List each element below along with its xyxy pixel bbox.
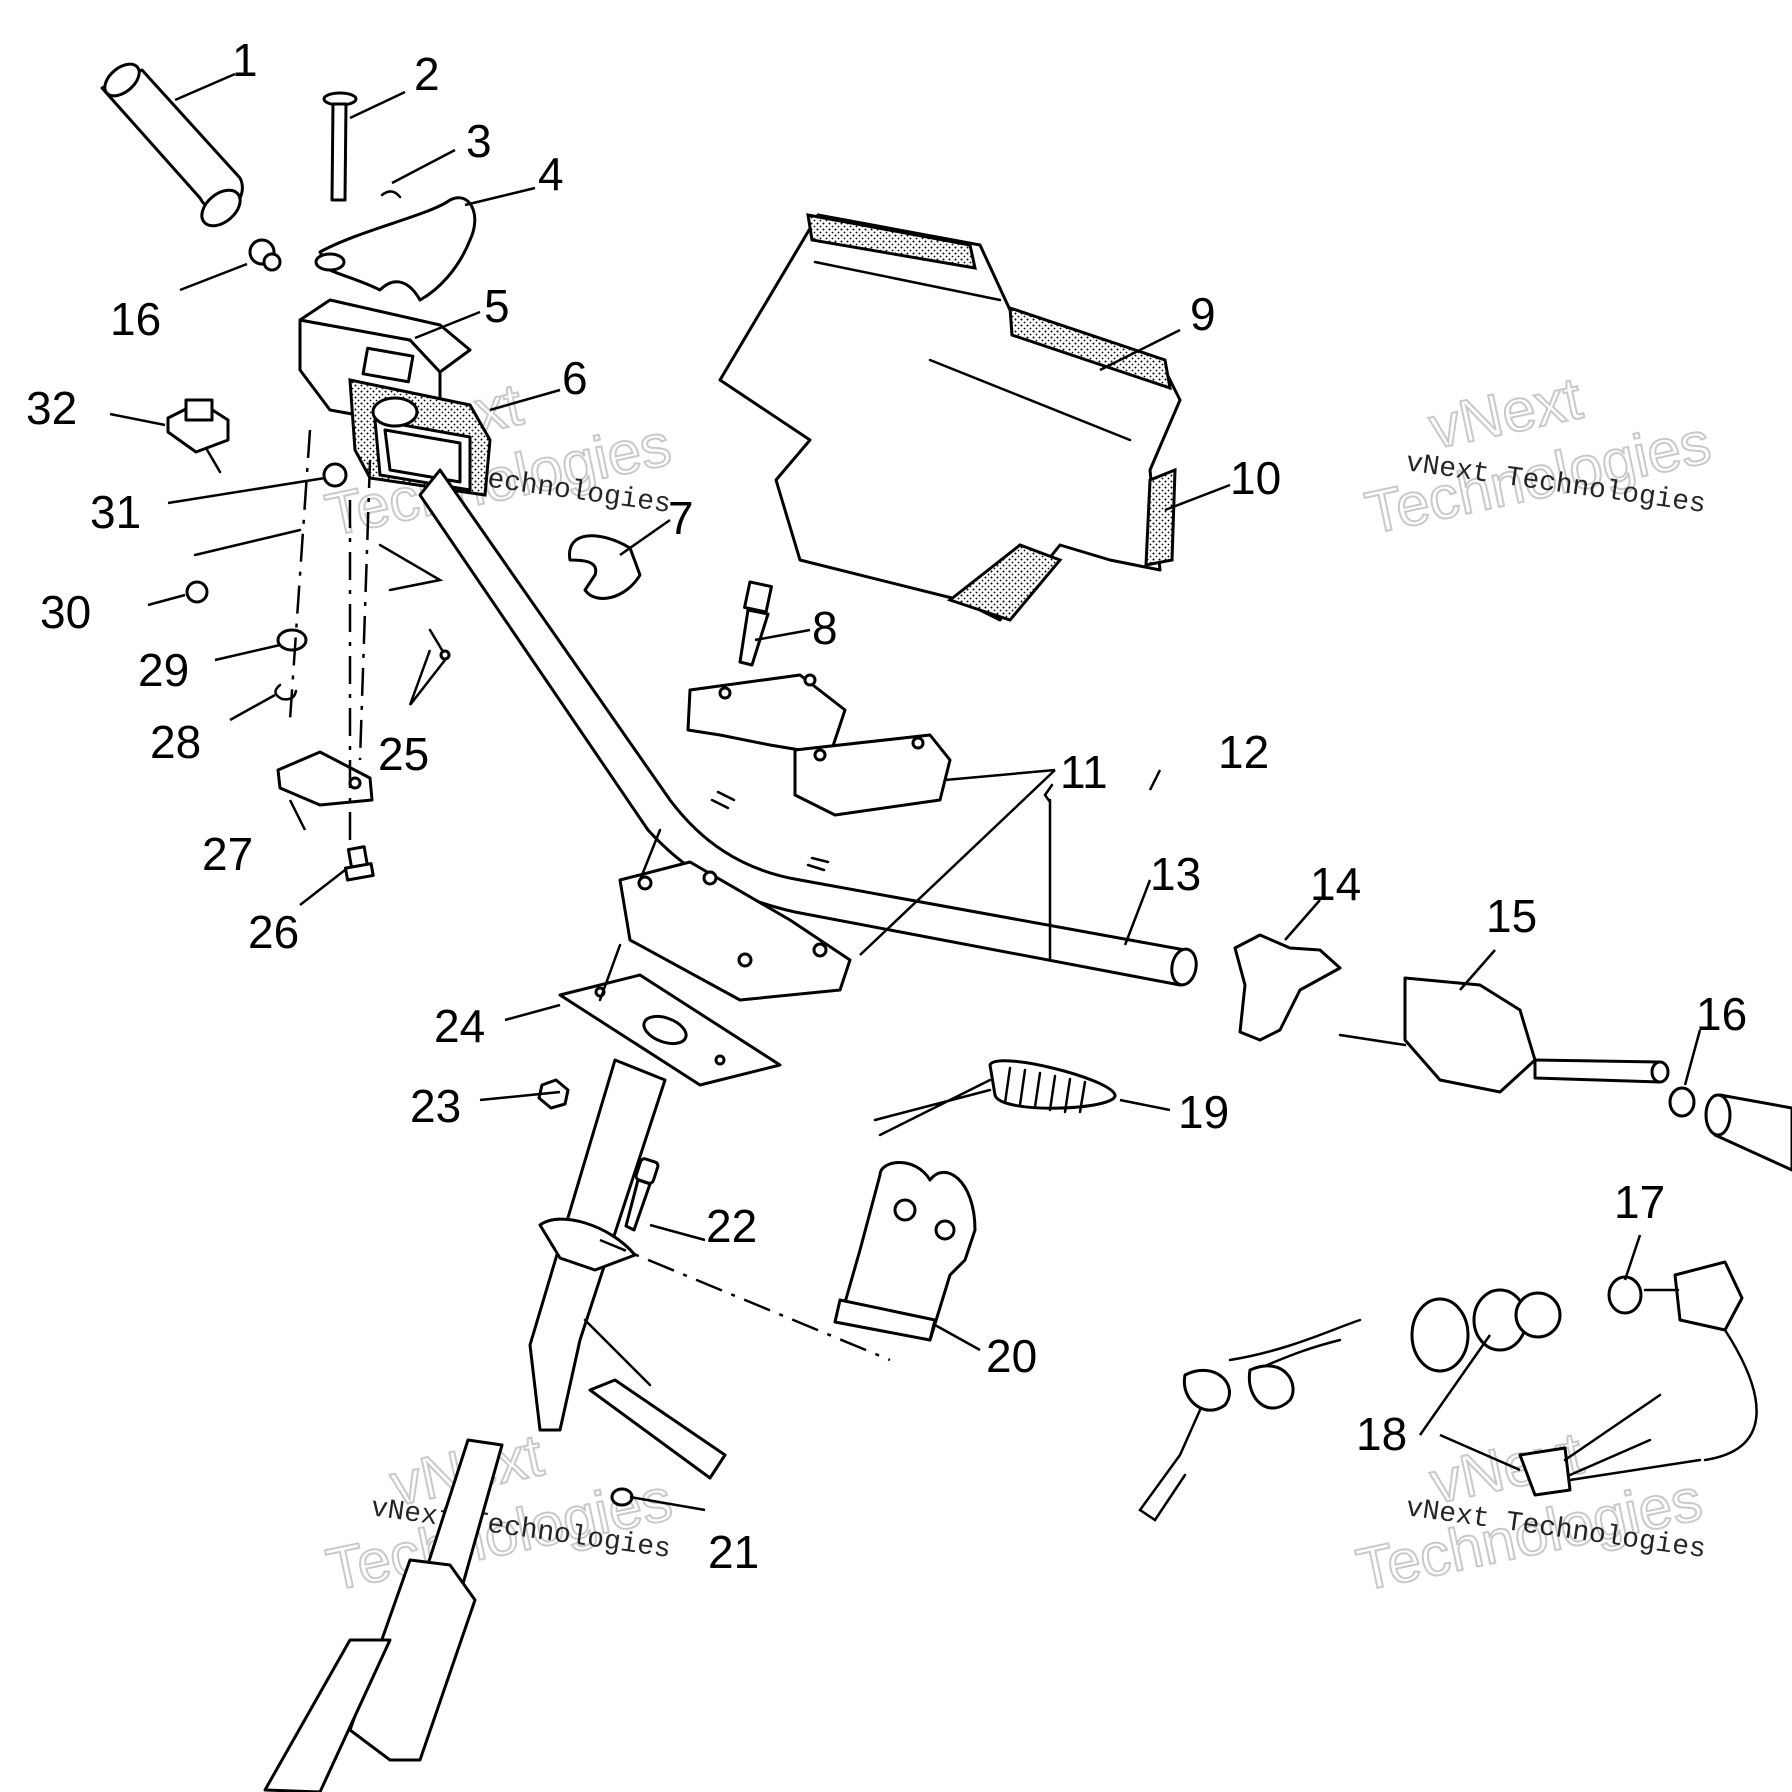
callout-14: 14 (1310, 858, 1361, 910)
part-brake-housing (298, 298, 492, 497)
callout-17: 17 (1614, 1176, 1665, 1228)
part-nut-23 (537, 1078, 570, 1110)
part-washer-17 (1607, 1275, 1643, 1315)
leader-lines (109, 72, 1702, 1512)
part-clip-28 (274, 683, 298, 701)
callout-4: 4 (538, 148, 564, 200)
part-grip-left (100, 62, 244, 228)
callout-19: 19 (1178, 1086, 1229, 1138)
callout-26: 26 (248, 906, 299, 958)
watermark-2: vNext Technologies (1359, 363, 1718, 548)
part-steering-column (263, 1058, 667, 1792)
part-clamp-lower (618, 860, 852, 1002)
callout-18: 18 (1356, 1408, 1407, 1460)
callout-27: 27 (202, 828, 253, 880)
part-washer-29 (276, 628, 308, 652)
part-screws-25 (428, 628, 451, 661)
part-grommet-right (1668, 1086, 1696, 1118)
callout-22: 22 (706, 1200, 757, 1252)
part-cover-plate (276, 750, 374, 807)
part-clip (380, 190, 402, 199)
part-sleeve-21 (588, 1378, 727, 1507)
callout-8: 8 (812, 602, 838, 654)
callout-15: 15 (1486, 890, 1537, 942)
part-switch (166, 398, 230, 474)
callout-28: 28 (150, 716, 201, 768)
part-base-plate (558, 973, 782, 1087)
callout-2: 2 (414, 48, 440, 100)
callout-31: 31 (90, 486, 141, 538)
alignment-lines (193, 429, 891, 1387)
callout-9: 9 (1190, 288, 1216, 340)
callout-29: 29 (138, 644, 189, 696)
callout-24: 24 (434, 1000, 485, 1052)
callout-16-left: 16 (110, 293, 161, 345)
part-clamp-upper (686, 673, 952, 817)
part-grommet-left (248, 238, 282, 272)
callout-32: 32 (26, 382, 77, 434)
callout-5: 5 (484, 280, 510, 332)
part-cap-30 (185, 580, 209, 604)
callout-7: 7 (668, 492, 694, 544)
callout-20: 20 (986, 1330, 1037, 1382)
part-screw-26 (343, 845, 375, 882)
callout-11: 11 (1060, 746, 1108, 798)
callout-21: 21 (708, 1526, 759, 1578)
callout-23: 23 (410, 1080, 461, 1132)
callout-25: 25 (378, 728, 429, 780)
part-nut-31 (322, 462, 348, 488)
part-brake-lever (314, 196, 477, 302)
part-bolt-8 (738, 580, 773, 667)
part-handlebar (418, 468, 1198, 987)
part-throttle-lever (1233, 933, 1342, 1042)
callout-1: 1 (232, 34, 258, 86)
part-throttle-housing (1338, 976, 1670, 1094)
callout-16-right: 16 (1696, 988, 1747, 1040)
part-grip-right (1704, 1093, 1792, 1172)
part-spring-19 (873, 1059, 1117, 1137)
callout-3: 3 (466, 115, 492, 167)
callout-13: 13 (1150, 848, 1201, 900)
callout-labels: 1 2 3 4 5 6 7 8 9 10 11 12 13 14 15 16 1… (26, 34, 1747, 1578)
part-clamp-7 (568, 534, 642, 600)
part-pivot-pin (322, 91, 358, 202)
part-kill-switch (1138, 1260, 1758, 1522)
callout-30: 30 (40, 586, 91, 638)
part-bracket-20 (833, 1161, 977, 1342)
callout-12: 12 (1218, 726, 1269, 778)
part-wire-tie (1043, 783, 1054, 962)
part-hood (718, 213, 1182, 622)
part-bolt-22 (624, 1157, 660, 1232)
callout-10: 10 (1230, 452, 1281, 504)
callout-6: 6 (562, 352, 588, 404)
